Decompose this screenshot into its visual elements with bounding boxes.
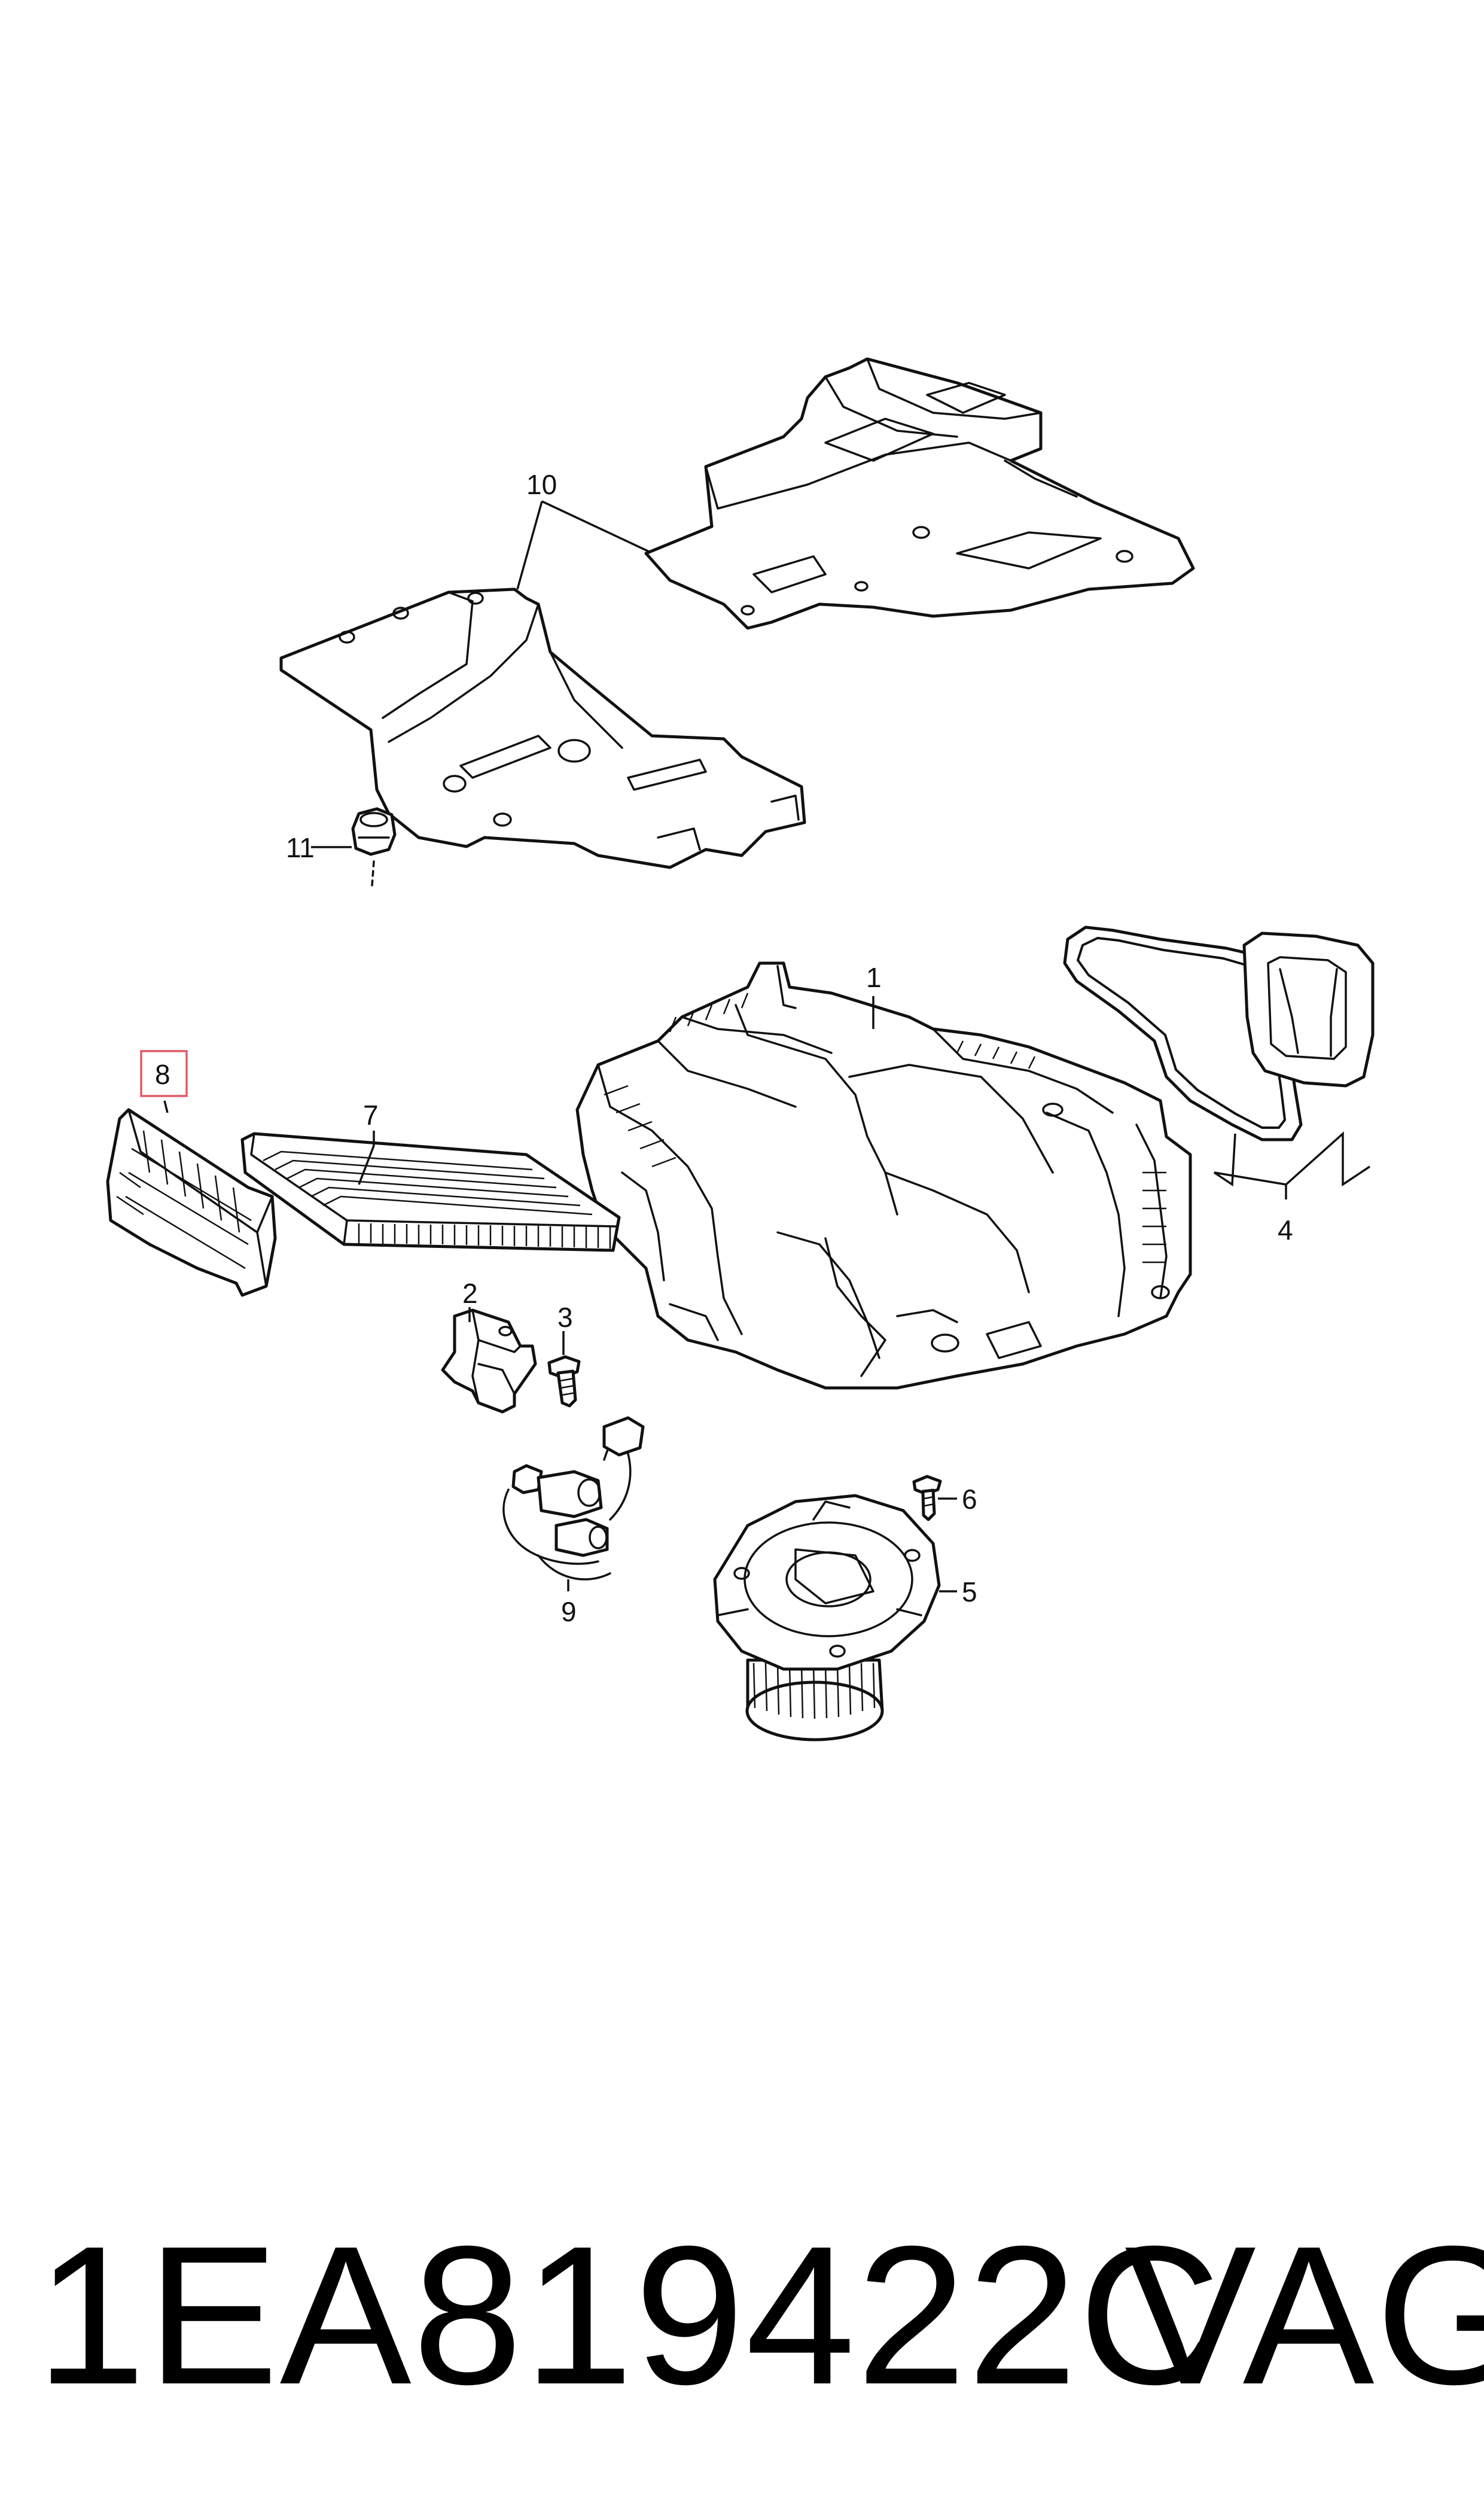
callout-9: 9 [561,1596,577,1627]
heater-housing-part-1 [575,961,1192,1390]
callout-2: 2 [462,1278,478,1309]
callout-10: 10 [526,469,557,500]
callout-8: 8 [155,1059,170,1090]
callout-3: 3 [557,1302,573,1333]
screw-part-3 [547,1355,581,1408]
filter-cover-grille-part-8 [106,1108,277,1297]
leader-lines [163,500,1370,1593]
nut-part-11 [351,807,397,887]
callout-11: 11 [286,832,315,863]
insulation-panel-left [279,587,806,869]
callout-5: 5 [962,1576,977,1607]
callout-6: 6 [962,1484,977,1515]
callout-7: 7 [363,1100,379,1131]
pollen-filter-part-7 [240,1132,621,1252]
callout-1: 1 [866,962,882,993]
callout-4: 4 [1278,1214,1293,1246]
part-number: 1EA819422C [36,2205,1223,2425]
wiring-harness-part-9 [502,1416,645,1581]
brand-name: VAG [1125,2205,1484,2425]
callouts: 10 11 1 4 7 8 2 3 9 6 5 [140,469,1293,1627]
blower-motor-part-5 [713,1494,941,1741]
insulation-panel-right [644,357,1195,630]
callout-8-highlight-box [140,1050,188,1097]
screw-part-6 [912,1475,942,1521]
seal-ring-part-4 [1063,925,1303,1141]
bracket-part-2 [441,1308,537,1414]
seal-frame-part-4 [1242,931,1375,1088]
